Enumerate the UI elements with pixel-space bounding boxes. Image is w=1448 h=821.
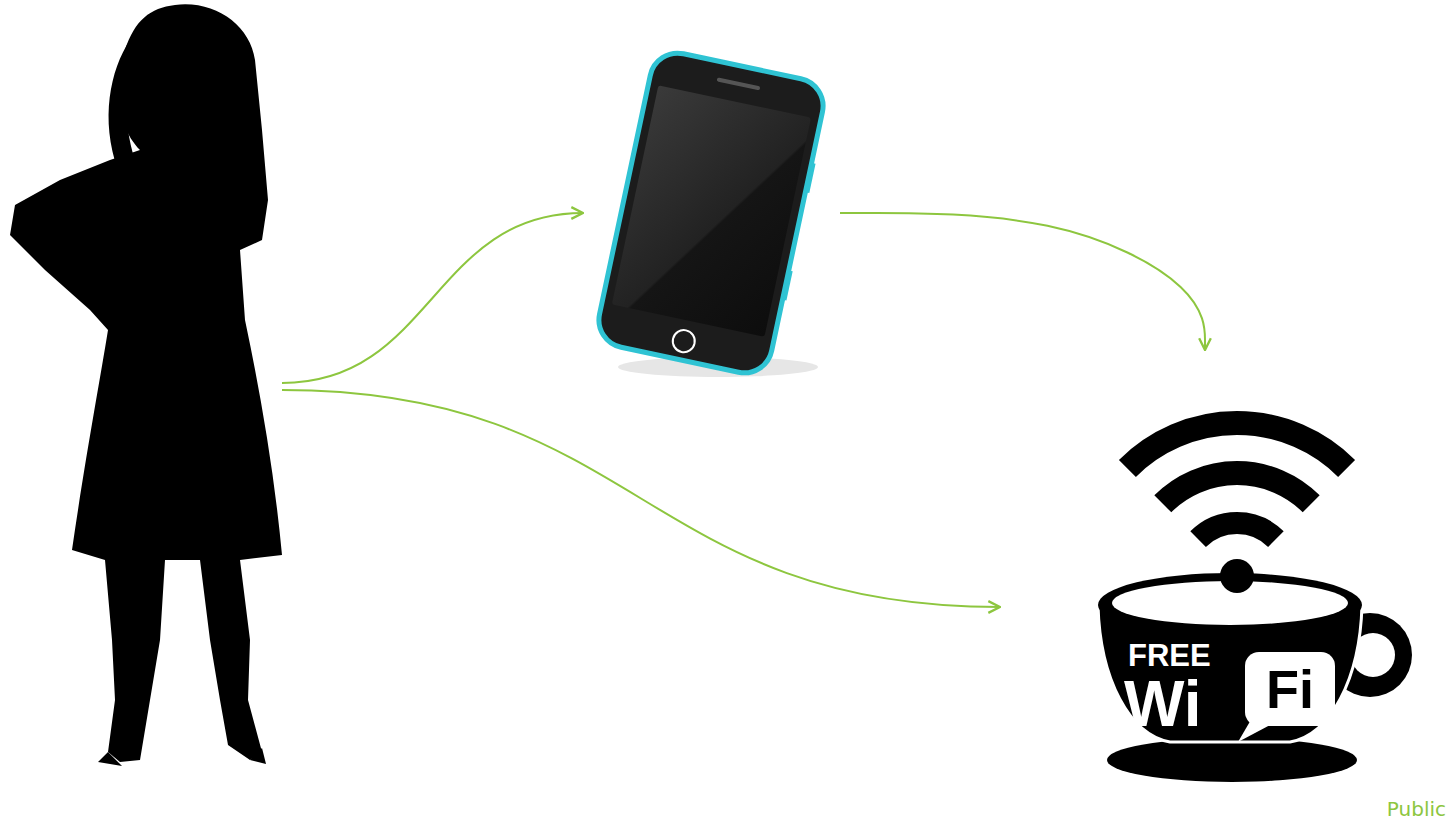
logo-text: FREE: [1128, 640, 1211, 671]
caption-label: Public: [1387, 799, 1446, 819]
wifi-cup-icon: [1098, 423, 1412, 782]
wifi-node: FREEWi FiPublic: [1000, 350, 1448, 821]
woman-silhouette: [10, 4, 282, 766]
phone-node: [583, 45, 840, 385]
flow-arrow: [282, 390, 1000, 607]
logo-text: Fi: [1245, 652, 1335, 726]
flow-arrow: [282, 213, 583, 383]
smartphone: [594, 48, 832, 379]
logo-text: Wi: [1124, 672, 1202, 736]
flow-arrow: [840, 213, 1205, 350]
person-node: [0, 0, 282, 765]
